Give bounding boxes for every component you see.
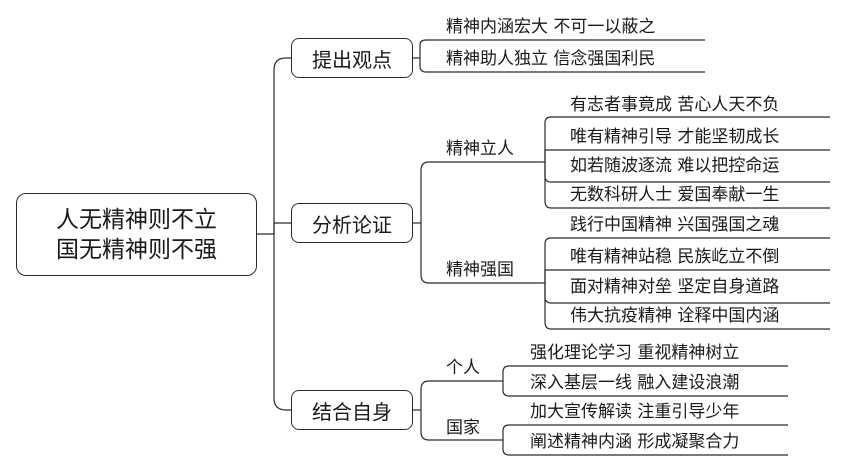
node-propose-label: 提出观点 — [312, 47, 392, 72]
propose-item: 精神内涵宏大 不可一以蔽之 — [446, 17, 656, 37]
analysis-item: 伟大抗疫精神 诠释中国内涵 — [570, 306, 780, 326]
root-line-1: 人无精神则不立 — [56, 206, 217, 233]
node-propose: 提出观点 — [291, 38, 413, 78]
category-label: 精神立人 — [446, 139, 514, 159]
analysis-item: 唯有精神站稳 民族屹立不倒 — [570, 247, 780, 267]
analysis-item: 面对精神对垒 坚定自身道路 — [570, 277, 780, 297]
analysis-item: 唯有精神引导 才能坚韧成长 — [570, 127, 780, 147]
node-analyze-label: 分析论证 — [312, 212, 392, 237]
node-combine: 结合自身 — [291, 390, 413, 430]
combine-item: 加大宣传解读 注重引导少年 — [530, 402, 740, 422]
combine-item: 深入基层一线 融入建设浪潮 — [530, 373, 740, 393]
analysis-item: 践行中国精神 兴国强国之魂 — [570, 215, 780, 235]
root-node: 人无精神则不立 国无精神则不强 — [16, 193, 257, 276]
combine-item: 阐述精神内涵 形成凝聚合力 — [530, 432, 740, 452]
category-label: 个人 — [446, 358, 480, 378]
combine-item: 强化理论学习 重视精神树立 — [530, 343, 740, 363]
analysis-item: 无数科研人士 爱国奉献一生 — [570, 185, 780, 205]
category-label: 精神强国 — [446, 260, 514, 280]
analysis-item: 如若随波逐流 难以把控命运 — [570, 156, 780, 176]
analysis-item: 有志者事竟成 苦心人天不负 — [570, 95, 780, 115]
propose-item: 精神助人独立 信念强国利民 — [446, 49, 656, 69]
node-combine-label: 结合自身 — [312, 399, 392, 424]
node-analyze: 分析论证 — [291, 203, 413, 243]
category-label: 国家 — [446, 418, 480, 438]
root-line-2: 国无精神则不强 — [56, 236, 217, 263]
